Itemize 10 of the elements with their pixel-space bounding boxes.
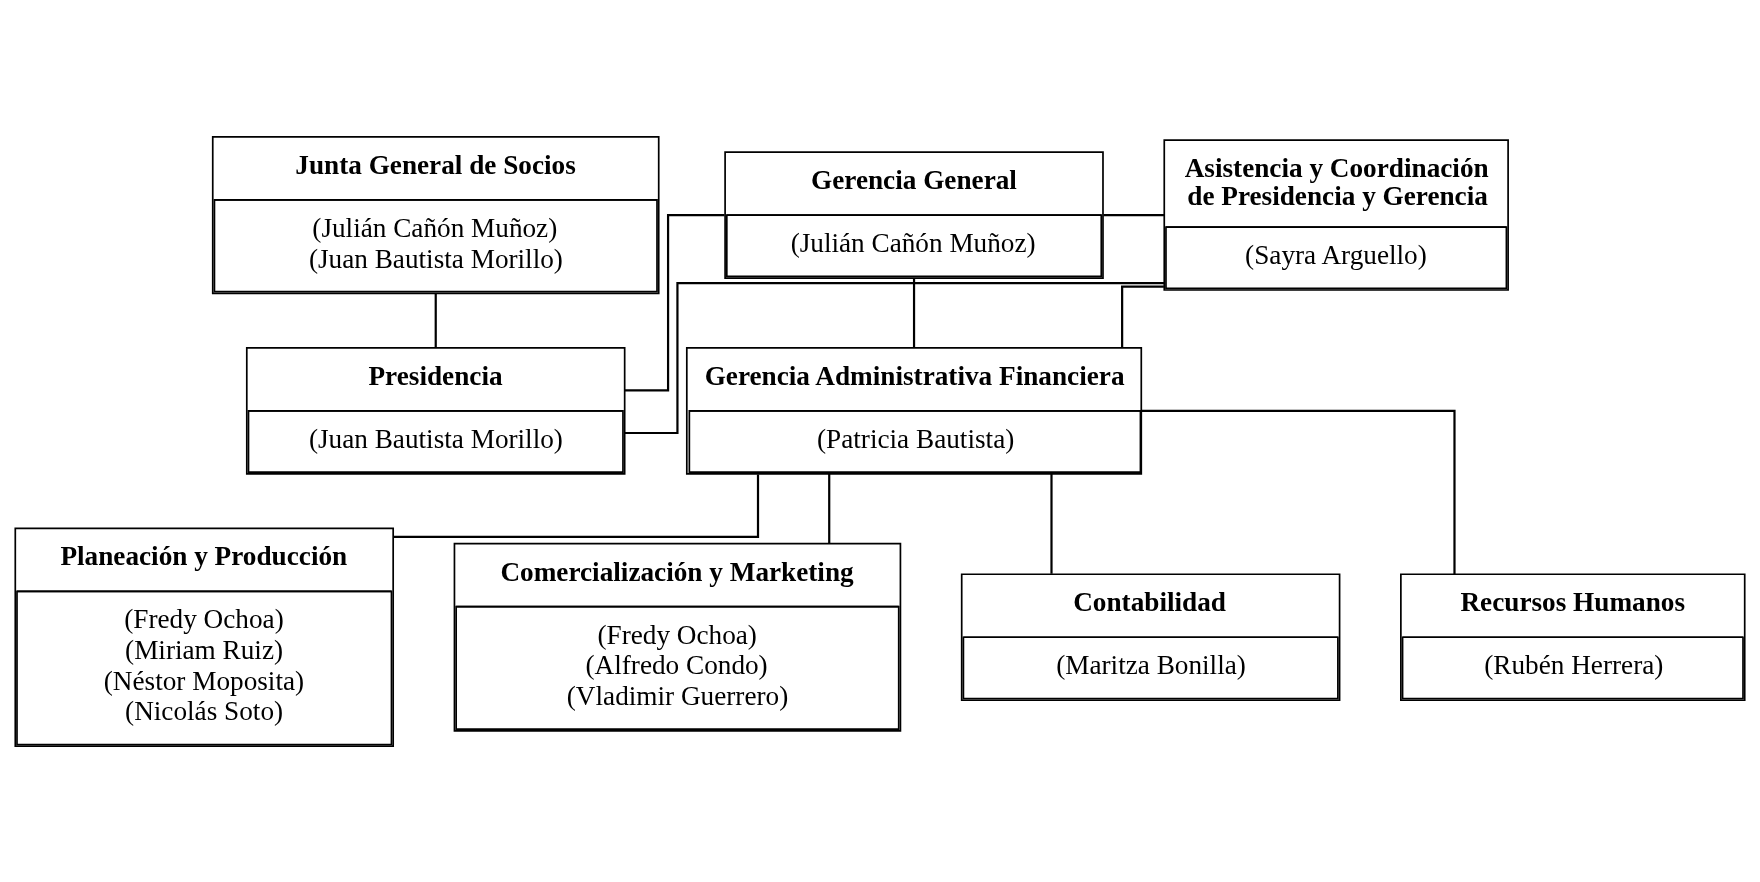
connector xyxy=(1121,285,1164,347)
connector xyxy=(393,474,760,538)
connector xyxy=(828,473,831,544)
connector xyxy=(1141,409,1456,574)
connector xyxy=(912,277,916,347)
connector xyxy=(1050,473,1053,574)
connector xyxy=(625,281,1164,434)
connector xyxy=(624,213,725,392)
connector xyxy=(434,293,437,347)
connector xyxy=(1103,213,1165,216)
